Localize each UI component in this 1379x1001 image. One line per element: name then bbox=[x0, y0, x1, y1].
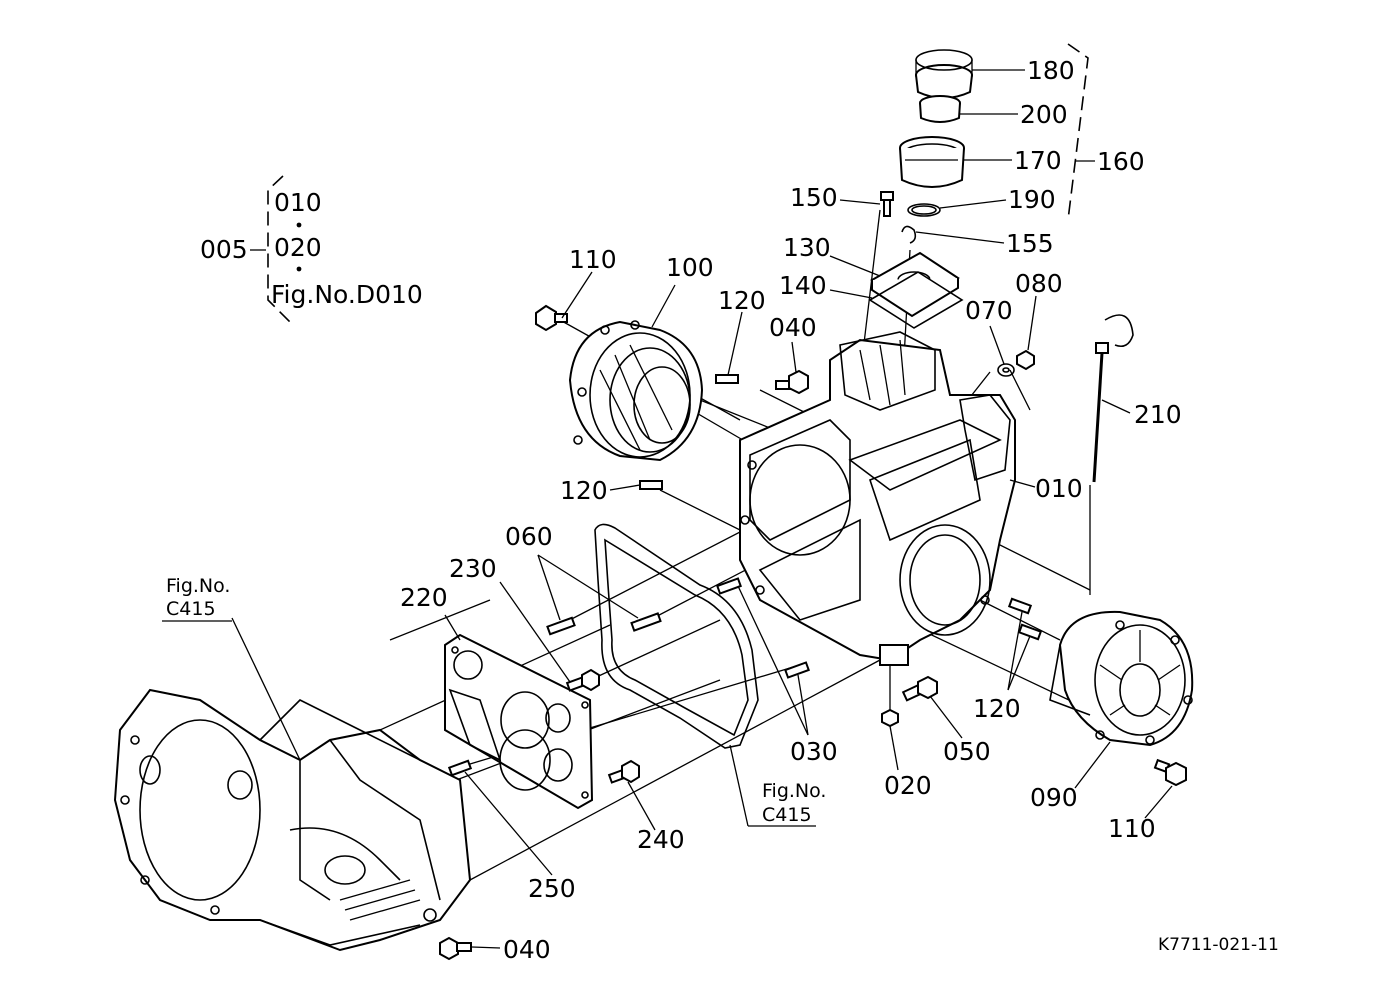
part-240-bolt bbox=[607, 759, 640, 784]
callout-040-top: 040 bbox=[769, 313, 817, 342]
part-120-pin-mid bbox=[639, 480, 663, 490]
callout-100: 100 bbox=[666, 253, 714, 282]
figure-ref-mid-line2: C415 bbox=[762, 804, 812, 826]
part-190-o-ring bbox=[907, 203, 941, 217]
callout-010: 010 bbox=[1035, 474, 1083, 503]
callout-200: 200 bbox=[1020, 100, 1068, 129]
gasket-fig-c415 bbox=[594, 523, 759, 749]
part-200-plug bbox=[919, 95, 961, 123]
callout-155: 155 bbox=[1006, 229, 1054, 258]
part-140-gasket bbox=[868, 271, 964, 329]
part-080-nut bbox=[1016, 349, 1035, 371]
part-120-pin-top bbox=[715, 374, 739, 384]
front-housing-fig-c415 bbox=[113, 688, 472, 952]
callout-090: 090 bbox=[1030, 783, 1078, 812]
callout-120-right: 120 bbox=[973, 694, 1021, 723]
part-100-housing bbox=[568, 320, 704, 462]
callout-140: 140 bbox=[779, 271, 827, 300]
figure-ref-left-line1: Fig.No. bbox=[166, 575, 230, 597]
callout-120-mid: 120 bbox=[560, 476, 608, 505]
part-170-cover-ring bbox=[899, 136, 965, 188]
part-020-plug bbox=[881, 708, 899, 728]
part-210-dipstick bbox=[1092, 314, 1134, 483]
callout-210: 210 bbox=[1134, 400, 1182, 429]
callout-050: 050 bbox=[943, 737, 991, 766]
group-160-bracket bbox=[1067, 43, 1089, 221]
callout-labels: 180 200 170 160 190 155 150 130 140 110 … bbox=[400, 56, 1182, 964]
group-id-label: 005 bbox=[200, 235, 248, 264]
part-250-pin bbox=[447, 759, 473, 777]
part-230-bolt bbox=[565, 668, 600, 692]
part-110-bolt-top bbox=[535, 304, 568, 332]
part-150-bolt bbox=[880, 191, 894, 217]
group-item-010: 010 bbox=[274, 188, 322, 217]
part-060-pins bbox=[546, 612, 662, 636]
part-120-pins-right bbox=[1007, 597, 1043, 641]
callout-220: 220 bbox=[400, 583, 448, 612]
group-item-020: 020 bbox=[274, 233, 322, 262]
figure-ref-mid: Fig.No. C415 bbox=[748, 780, 826, 827]
callout-190: 190 bbox=[1008, 185, 1056, 214]
callout-230: 230 bbox=[449, 554, 497, 583]
part-220-plate bbox=[444, 633, 594, 810]
callout-020: 020 bbox=[884, 771, 932, 800]
callout-110-right: 110 bbox=[1108, 814, 1156, 843]
part-155-clip bbox=[901, 225, 917, 244]
leader-lines bbox=[231, 69, 1173, 949]
part-040-bolt-top bbox=[775, 369, 809, 395]
callout-030: 030 bbox=[790, 737, 838, 766]
part-090-rear-cover bbox=[1049, 610, 1194, 747]
figure-ref-left-line2: C415 bbox=[166, 598, 216, 620]
callout-150: 150 bbox=[790, 183, 838, 212]
callout-110-top: 110 bbox=[569, 245, 617, 274]
callout-240: 240 bbox=[637, 825, 685, 854]
callout-160: 160 bbox=[1097, 147, 1145, 176]
callout-080: 080 bbox=[1015, 269, 1063, 298]
group-005-bracket: 005 010 020 Fig.No.D010 bbox=[200, 175, 423, 323]
part-180-cap bbox=[915, 49, 973, 99]
part-110-bolt-right bbox=[1153, 758, 1187, 787]
part-040-bolt-bottom bbox=[439, 936, 472, 961]
part-070-washer bbox=[997, 363, 1015, 377]
callout-250: 250 bbox=[528, 874, 576, 903]
callout-060: 060 bbox=[505, 522, 553, 551]
drawing-code: K7711-021-11 bbox=[1158, 935, 1279, 955]
part-030-pins bbox=[716, 577, 810, 679]
part-130-plate bbox=[870, 251, 960, 318]
part-050-bolt bbox=[901, 675, 938, 702]
part-010-main-case bbox=[739, 331, 1016, 666]
callout-180: 180 bbox=[1027, 56, 1075, 85]
callout-120-top: 120 bbox=[718, 286, 766, 315]
figure-ref-mid-line1: Fig.No. bbox=[762, 780, 826, 802]
callout-130: 130 bbox=[783, 233, 831, 262]
callout-170: 170 bbox=[1014, 146, 1062, 175]
group-ref-label: Fig.No.D010 bbox=[271, 280, 423, 309]
callout-070: 070 bbox=[965, 296, 1013, 325]
callout-040-bottom: 040 bbox=[503, 935, 551, 964]
figure-ref-left: Fig.No. C415 bbox=[162, 575, 232, 622]
